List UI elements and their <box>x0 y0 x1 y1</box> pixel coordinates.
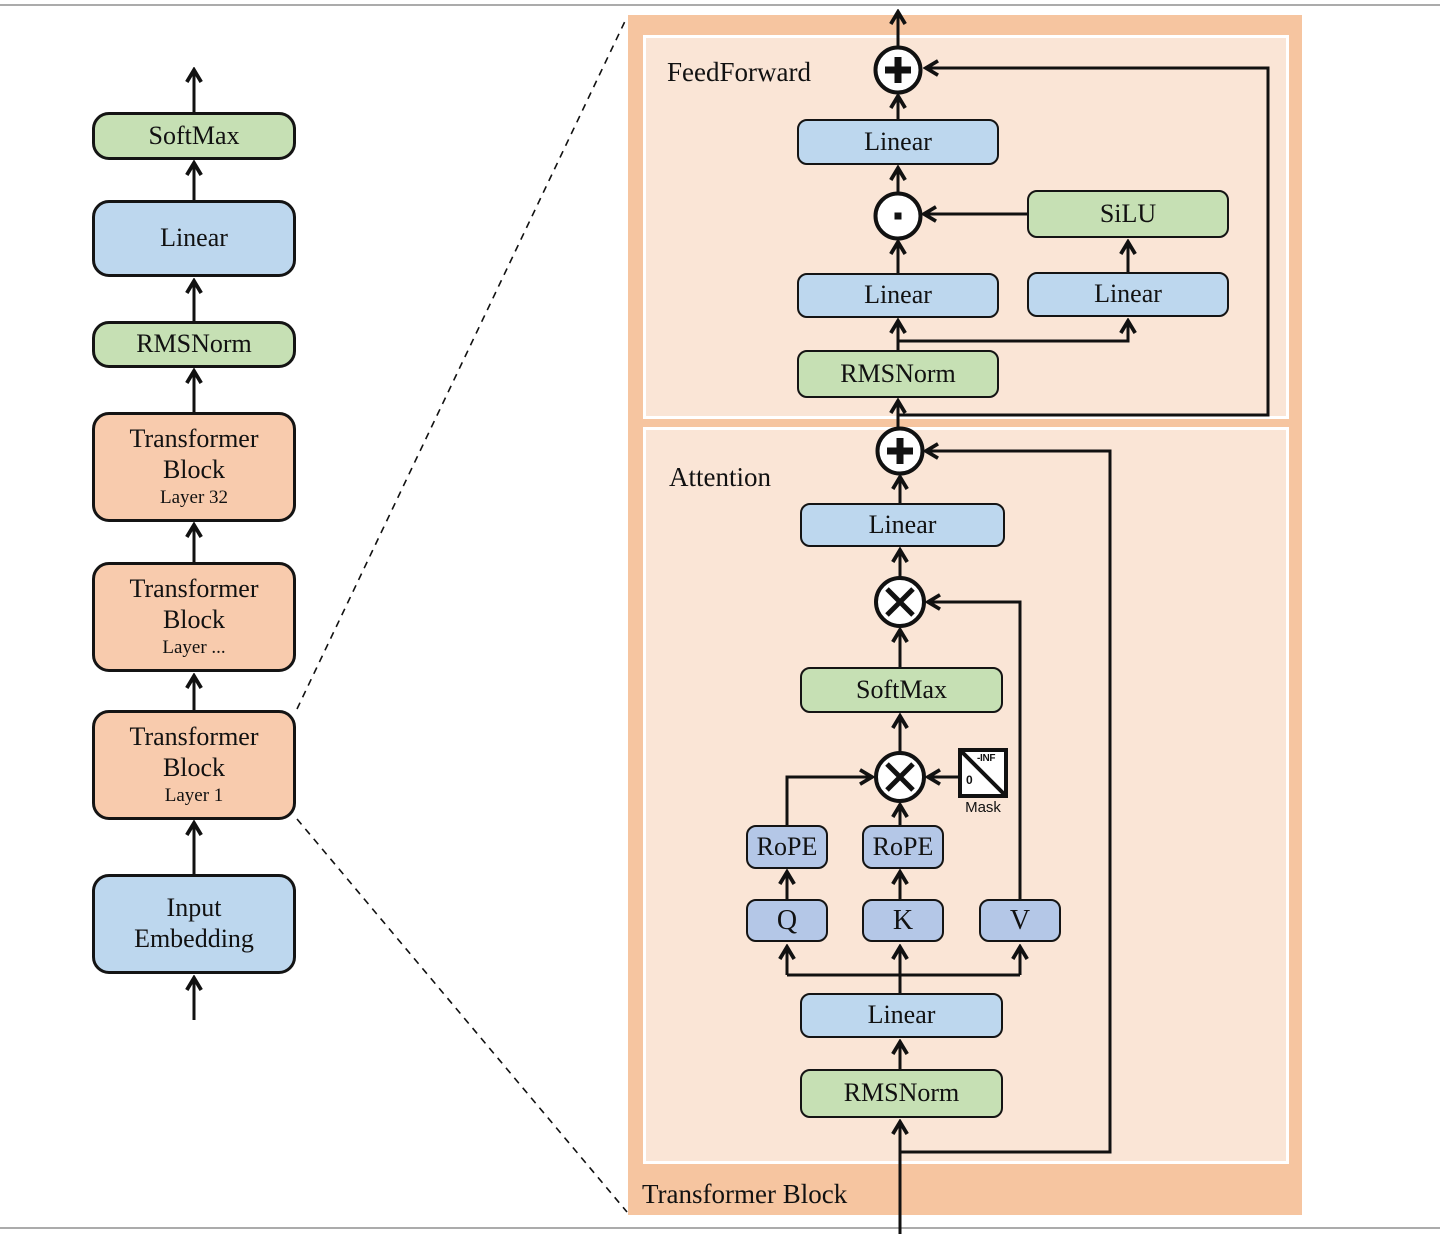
ff-linear-output-label: Linear <box>864 126 932 156</box>
ff-rmsnorm-box: RMSNorm <box>797 350 999 398</box>
att-linear-input-label: Linear <box>867 1000 936 1030</box>
transformer-block-layer32-box: Transformer Block Layer 32 <box>92 412 296 522</box>
layer32-sublabel: Layer 32 <box>159 486 229 508</box>
layer32-title-line1: Transformer <box>129 424 259 454</box>
v-path-to-matmul1 <box>928 602 1022 899</box>
layerdots-title-line1: Transformer <box>129 574 259 604</box>
left-softmax-label: SoftMax <box>148 120 240 150</box>
ff-linear-left-label: Linear <box>864 280 932 310</box>
attention-section-label: Attention <box>669 462 771 492</box>
layer1-title-line1: Transformer <box>129 722 259 752</box>
rope-q-label: RoPE <box>756 831 818 861</box>
rope-k-label: RoPE <box>872 831 934 861</box>
mask-neg-inf-value: -INF <box>977 753 996 764</box>
v-label: V <box>1009 904 1031 936</box>
layerdots-sublabel: Layer ... <box>162 636 226 658</box>
input-embedding-line2: Embedding <box>134 924 254 953</box>
rope-q-box: RoPE <box>746 825 828 869</box>
ff-silu-label: SiLU <box>1099 198 1157 228</box>
feedforward-section-label: FeedForward <box>667 57 811 87</box>
ff-elementwise-dot-icon <box>894 212 902 220</box>
att-linear-output-box: Linear <box>800 503 1005 547</box>
k-label: K <box>892 904 914 936</box>
layer1-title-line2: Block <box>162 753 226 783</box>
att-matmul1-icon <box>885 587 915 617</box>
left-softmax-box: SoftMax <box>92 112 296 160</box>
att-rmsnorm-label: RMSNorm <box>843 1078 960 1108</box>
q-box: Q <box>746 899 828 942</box>
input-embedding-box: Input Embedding <box>92 874 296 974</box>
att-linear-output-label: Linear <box>868 509 937 539</box>
att-matmul2-icon <box>885 762 915 792</box>
layerdots-title-line2: Block <box>162 605 226 635</box>
zoom-guide-top-dashed-line <box>296 16 628 710</box>
ff-linear-output-box: Linear <box>797 119 999 165</box>
layer1-sublabel: Layer 1 <box>164 784 224 806</box>
transformer-block-layer1-box: Transformer Block Layer 1 <box>92 710 296 820</box>
att-add-icon <box>887 438 913 464</box>
v-box: V <box>979 899 1061 942</box>
ff-linear-right-box: Linear <box>1027 272 1229 317</box>
ff-residual-path <box>898 68 1270 417</box>
transformer-block-label: Transformer Block <box>642 1179 848 1209</box>
rope-k-box: RoPE <box>862 825 944 869</box>
bottom-frame-line <box>0 1227 1440 1229</box>
ff-silu-box: SiLU <box>1027 190 1229 238</box>
k-box: K <box>862 899 944 942</box>
ff-add-icon <box>885 57 911 83</box>
arrow-ff-rmsnorm-branch-to-linearright <box>898 321 1128 343</box>
mask-caption: Mask <box>965 799 1001 816</box>
q-label: Q <box>776 904 798 936</box>
left-linear-box: Linear <box>92 200 296 277</box>
layer32-title-line2: Block <box>162 455 226 485</box>
att-rmsnorm-box: RMSNorm <box>800 1069 1003 1118</box>
att-linear-input-box: Linear <box>800 993 1003 1038</box>
left-rmsnorm-box: RMSNorm <box>92 321 296 368</box>
left-linear-label: Linear <box>160 223 228 253</box>
att-softmax-box: SoftMax <box>800 667 1003 713</box>
left-rmsnorm-label: RMSNorm <box>136 329 252 359</box>
ff-rmsnorm-label: RMSNorm <box>840 358 956 388</box>
mask-diagonal-line <box>958 748 1008 798</box>
zoom-guide-bottom-dashed-line <box>296 818 628 1213</box>
transformer-block-layerdots-box: Transformer Block Layer ... <box>92 562 296 672</box>
ropeq-path-to-matmul2 <box>785 777 872 825</box>
att-softmax-label: SoftMax <box>856 674 947 704</box>
top-frame-line <box>0 4 1440 6</box>
att-residual-path <box>900 451 1112 1154</box>
ff-linear-right-label: Linear <box>1094 279 1162 309</box>
input-embedding-line1: Input <box>166 893 222 923</box>
ff-linear-left-box: Linear <box>797 273 999 318</box>
mask-zero-value: 0 <box>966 773 973 787</box>
